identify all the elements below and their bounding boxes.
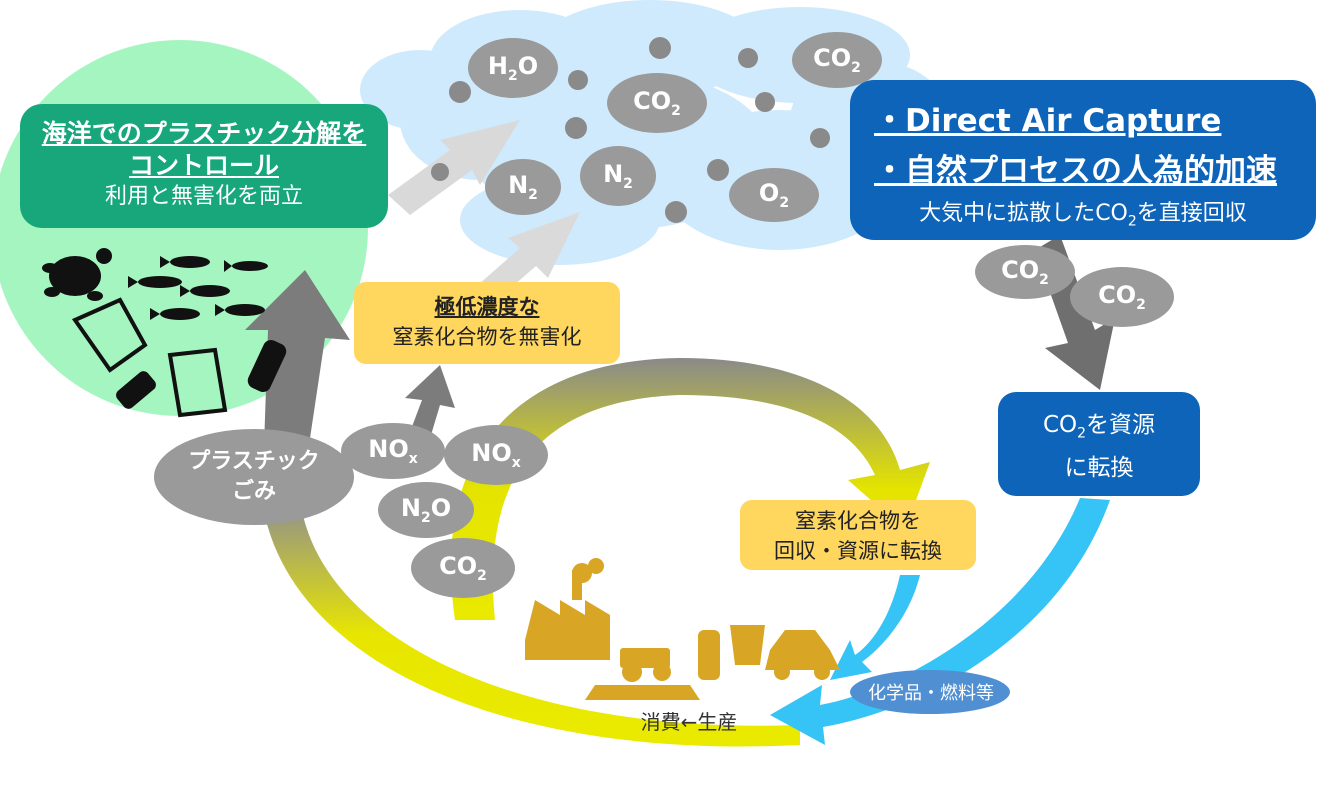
chemicals-fuels-label: 化学品・燃料等: [868, 683, 994, 704]
dac-sub-suffix: を直接回収: [1136, 201, 1247, 226]
plastic-waste-label: プラスチック ごみ: [162, 447, 346, 507]
cycle-plastic-arrow: [262, 500, 800, 747]
nitrogen-detox-box: 極低濃度な 窒素化合物を無害化: [354, 282, 620, 364]
nitrogen-detox-title: 極低濃度な: [434, 295, 540, 319]
nitrogen-recovery-line2: 回収・資源に転換: [774, 539, 942, 563]
co2-to-resource-box: CO2を資源 に転換: [998, 392, 1200, 496]
cloud-molecule-6: O2: [758, 179, 790, 211]
cloud-molecule-5: N2: [603, 160, 633, 192]
ocean-plastic-title-2: コントロール: [128, 151, 279, 180]
particle-dots: [431, 37, 830, 223]
arrow-to-chemicals: [770, 498, 1110, 745]
ocean-icons: [42, 248, 287, 418]
arrow-resources-to-production: [830, 575, 920, 680]
emission-molecule-1: NOx: [368, 435, 418, 467]
cloud-molecule-2: CO2: [633, 87, 681, 119]
arrow-to-atmosphere: [388, 120, 520, 215]
co2-resource-suffix: を資源: [1086, 412, 1156, 438]
cloud-molecule-3: CO2: [813, 44, 861, 76]
direct-air-capture-box: ・Direct Air Capture ・自然プロセスの人為的加速 大気中に拡散…: [850, 80, 1316, 240]
consumption-production-label: 消費←生産: [640, 710, 738, 734]
arrow-up-to-yellow: [405, 365, 455, 445]
dac-title-1: ・Direct Air Capture: [874, 103, 1222, 139]
dac-sub-chem: CO: [1095, 201, 1128, 226]
emission-molecule-4: CO2: [439, 552, 487, 584]
co2-resource-sub: 2: [1077, 425, 1087, 442]
emission-molecule-2: NOx: [471, 439, 521, 471]
plastic-waste-line1: プラスチック: [188, 449, 320, 474]
molecule-ellipses: [154, 32, 1174, 714]
nitrogen-recovery-line1: 窒素化合物を: [795, 509, 921, 533]
plastic-waste-line2: ごみ: [231, 479, 276, 504]
captured-co2-2: CO2: [1098, 281, 1146, 313]
cloud-molecule-4: N2: [508, 171, 538, 203]
ocean-plastic-box: 海洋でのプラスチック分解を コントロール 利用と無害化を両立: [20, 104, 388, 228]
co2-resource-chem: CO: [1042, 412, 1078, 438]
co2-resource-line1: CO2を資源: [998, 408, 1200, 451]
dac-subtitle: 大気中に拡散したCO2を直接回収: [850, 196, 1316, 239]
nitrogen-recovery-box: 窒素化合物を 回収・資源に転換: [740, 500, 976, 570]
dac-sub-subscript: 2: [1127, 213, 1137, 230]
dac-title-2: ・自然プロセスの人為的加速: [874, 153, 1277, 189]
cloud-molecule-1: H2O: [487, 52, 539, 84]
dac-sub-prefix: 大気中に拡散した: [919, 201, 1096, 226]
ocean-plastic-subtitle: 利用と無害化を両立: [104, 184, 303, 209]
nitrogen-detox-subtitle: 窒素化合物を無害化: [392, 325, 582, 349]
co2-resource-line2: に転換: [1064, 454, 1134, 481]
production-icons: [525, 558, 840, 700]
emission-molecule-3: N2O: [400, 494, 452, 526]
captured-co2-1: CO2: [1001, 256, 1049, 288]
ocean-plastic-title-1: 海洋でのプラスチック分解を: [41, 119, 367, 148]
